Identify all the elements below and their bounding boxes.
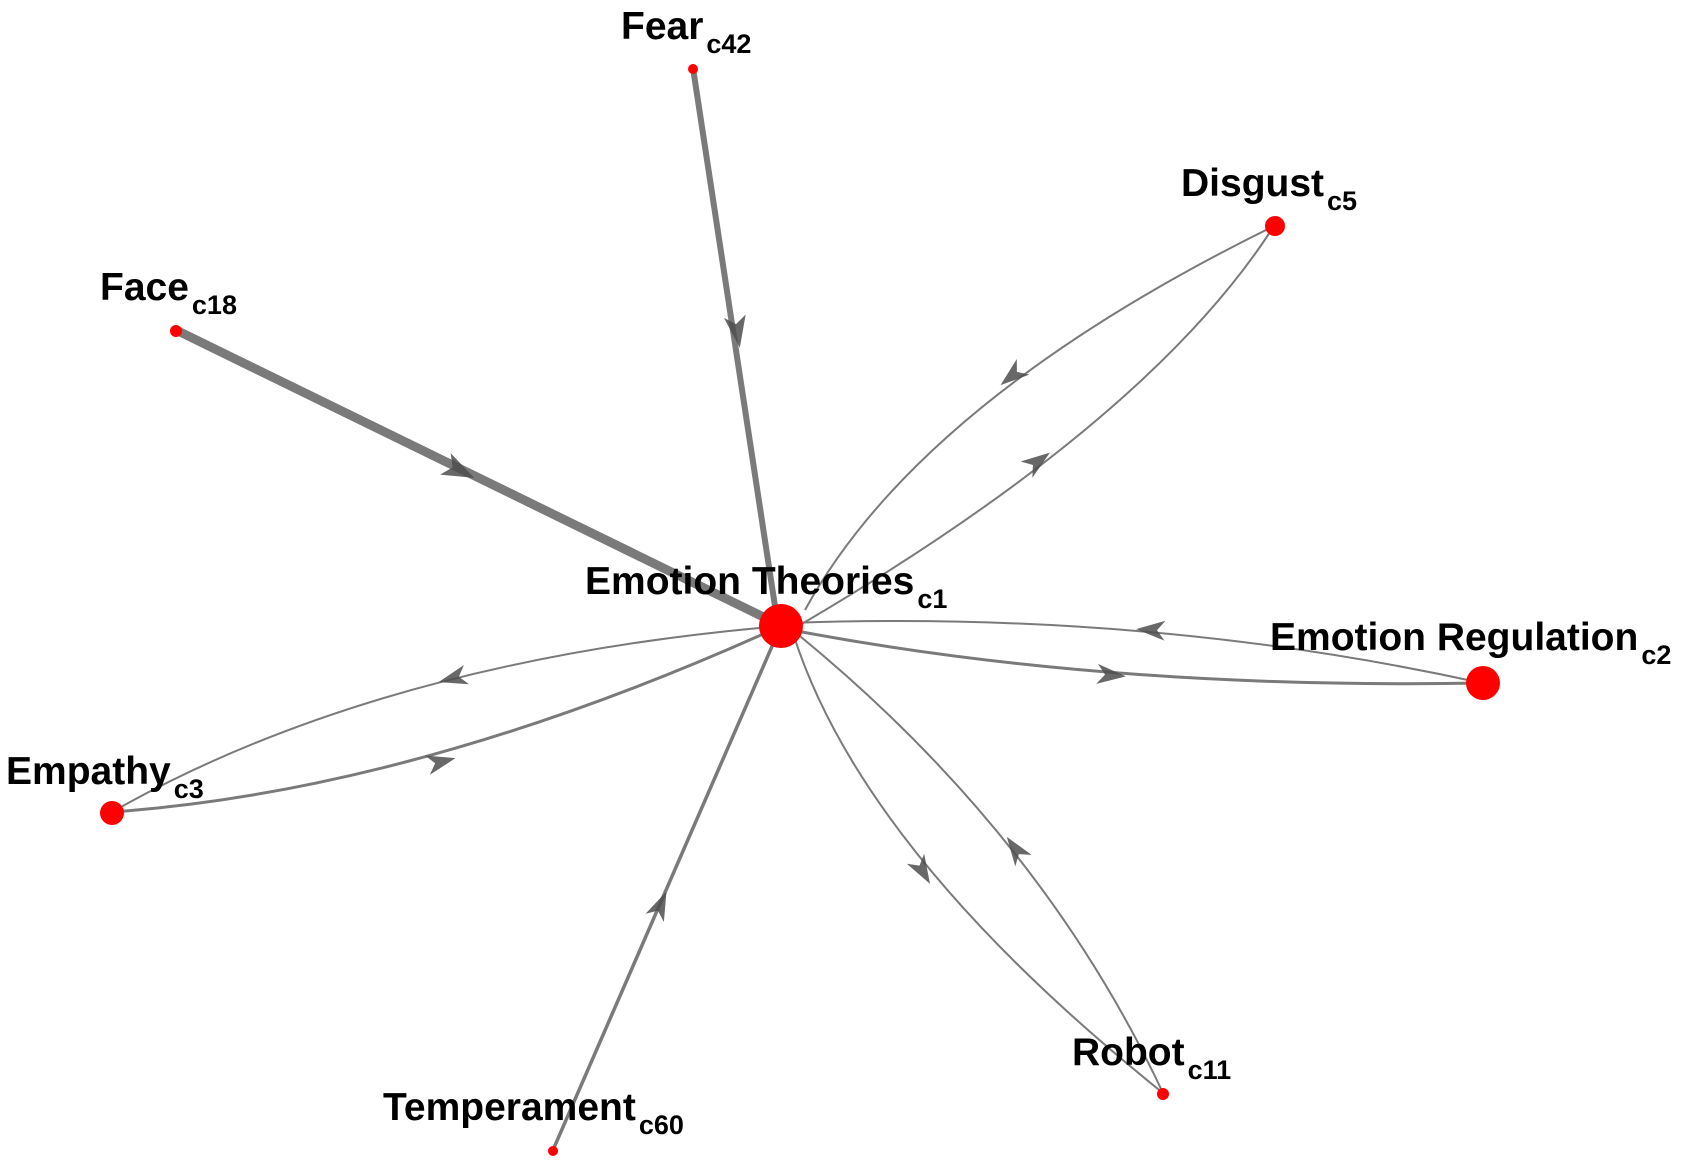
edge-fear-to-emotion-theories [690, 65, 781, 629]
edge-emotion-theories-to-empathy [111, 625, 782, 813]
edge-emotion-theories-to-disgust [799, 225, 1275, 626]
edge-face-to-emotion-theories [171, 325, 787, 631]
arrowhead-disgust-to-et [1000, 359, 1030, 386]
edge-robot-to-emotion-theories [789, 627, 1164, 1094]
node-disgust[interactable] [1265, 216, 1285, 236]
arrowhead-face-edge [440, 453, 475, 478]
node-emotion-theories[interactable] [759, 604, 803, 648]
arrowhead-empathy-to-et [424, 755, 456, 775]
arrowhead-et-to-disgust [1020, 452, 1050, 478]
arrowhead-et-to-er [1096, 663, 1126, 684]
edge-emotion-theories-to-robot [791, 629, 1164, 1094]
arrowhead-temperament-edge [645, 891, 667, 922]
node-emotion-regulation[interactable] [1466, 666, 1500, 700]
node-robot[interactable] [1157, 1088, 1169, 1100]
edge-disgust-to-emotion-theories [804, 225, 1275, 611]
arrowhead-et-to-empathy [438, 664, 470, 685]
node-temperament[interactable] [548, 1146, 558, 1156]
arrowhead-et-to-robot [906, 853, 930, 884]
edge-empathy-to-emotion-theories [111, 624, 782, 814]
arrowhead-robot-to-et [1006, 836, 1032, 867]
node-face[interactable] [170, 325, 182, 337]
node-empathy[interactable] [100, 801, 124, 825]
arrowhead-er-to-et [1136, 620, 1166, 641]
arrowhead-fear-edge [723, 314, 746, 348]
nodes-layer [100, 64, 1500, 1156]
arrowheads-layer [424, 314, 1166, 922]
node-fear[interactable] [688, 64, 698, 74]
edge-temperament-to-emotion-theories [551, 627, 782, 1151]
